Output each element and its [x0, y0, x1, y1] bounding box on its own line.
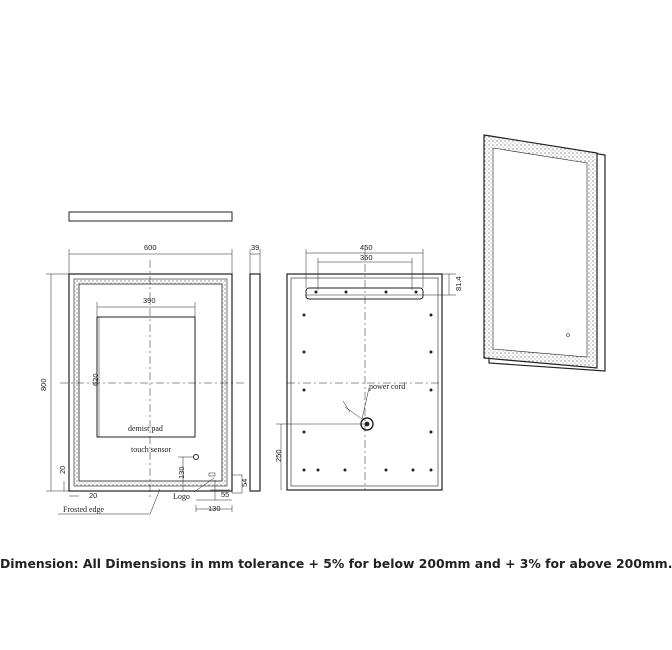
technical-drawing: 600 39 390 800 620 demist pad touch sens… — [39, 134, 606, 515]
side-view — [249, 249, 261, 492]
touch-sensor-label: touch sensor — [131, 445, 172, 454]
logo-label: Logo — [173, 492, 190, 501]
demist-pad — [96, 316, 196, 438]
dim-130-vertical: 130 — [177, 466, 186, 479]
front-view — [46, 249, 245, 515]
dim-bracket-offset: 81.4 — [454, 276, 463, 291]
dim-cord-height: 250 — [274, 449, 283, 462]
perspective-view — [483, 134, 606, 372]
power-cord-label: power cord — [369, 382, 405, 391]
back-view — [276, 248, 456, 491]
dim-bracket-width: 450 — [360, 243, 373, 252]
side-profile — [249, 273, 261, 492]
dim-bracket-inner: 360 — [360, 253, 373, 262]
wall-bracket — [305, 287, 424, 300]
dim-55: 55 — [221, 490, 229, 499]
perspective-glass — [492, 147, 588, 358]
back-view-dots — [302, 290, 433, 472]
dim-130-horizontal: 130 — [208, 504, 221, 513]
dim-width: 600 — [144, 243, 157, 252]
dim-height: 800 — [39, 378, 48, 391]
front-outer-frame — [68, 273, 233, 492]
dimension-caption: Dimension: All Dimensions in mm toleranc… — [0, 556, 672, 571]
dim-demist-height: 620 — [91, 373, 100, 386]
back-outer-frame — [286, 273, 443, 491]
dim-20-horizontal: 20 — [89, 491, 97, 500]
top-view-bar — [68, 211, 233, 222]
dim-depth: 39 — [251, 243, 259, 252]
logo-mark — [208, 472, 216, 477]
frosted-edge-label: Frosted edge — [63, 505, 105, 514]
demist-pad-label: demist pad — [128, 424, 163, 433]
back-inner-frame — [290, 277, 439, 487]
dim-54: 54 — [240, 479, 249, 487]
dim-demist-width: 390 — [143, 296, 156, 305]
dim-20-vertical: 20 — [58, 466, 67, 474]
perspective-sensor — [566, 333, 570, 337]
